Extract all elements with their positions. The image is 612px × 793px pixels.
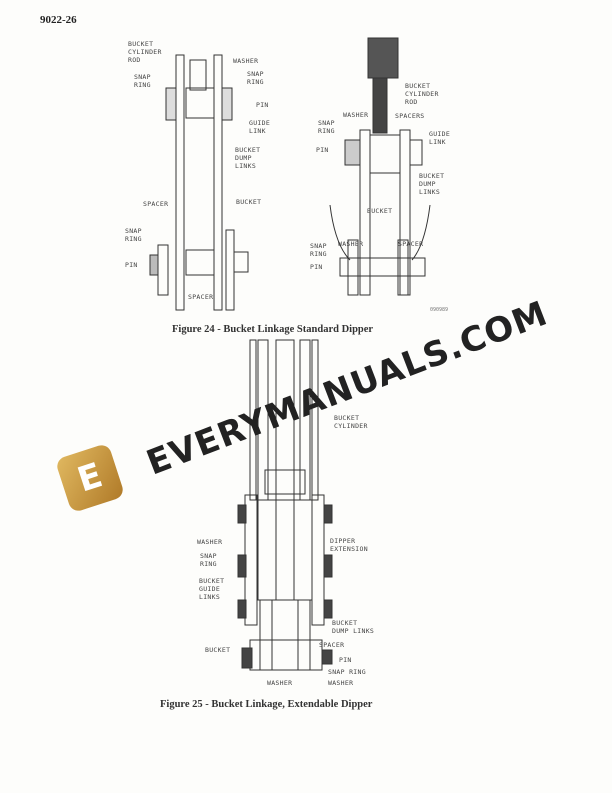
label-washer: WASHER bbox=[233, 57, 259, 65]
label-bucket: BUCKET bbox=[236, 198, 262, 206]
label-bucket-dump-links: BUCKET DUMP LINKS bbox=[332, 619, 375, 635]
label-bucket-dump-links: BUCKET DUMP LINKS bbox=[419, 172, 445, 196]
label-snap-ring: SNAP RING bbox=[310, 242, 327, 258]
label-snap-ring: SNAP RING bbox=[134, 73, 151, 89]
figure-24-right-drawing bbox=[329, 37, 431, 296]
label-snap-ring: SNAP RING bbox=[318, 119, 335, 135]
figure-24-caption: Figure 24 - Bucket Linkage Standard Dipp… bbox=[172, 324, 374, 335]
label-spacer: SPACER bbox=[143, 200, 169, 208]
label-bucket-guide-links: BUCKET GUIDE LINKS bbox=[199, 577, 225, 601]
label-spacer: SPACER bbox=[188, 293, 214, 301]
label-snap-ring: SNAP RING bbox=[125, 227, 142, 243]
label-washer: WASHER bbox=[343, 111, 369, 119]
figure-code: 090989 bbox=[430, 307, 449, 313]
label-snap-ring: SNAP RING bbox=[247, 70, 264, 86]
figure-25-drawing bbox=[237, 339, 333, 671]
label-bucket-cylinder: BUCKET CYLINDER bbox=[334, 414, 368, 430]
label-pin: PIN bbox=[339, 656, 352, 664]
label-bucket: BUCKET bbox=[205, 646, 231, 654]
label-bucket: BUCKET bbox=[367, 207, 393, 215]
label-spacer: SPACER bbox=[398, 240, 424, 248]
label-bucket-cylinder-rod: BUCKET CYLINDER ROD bbox=[405, 82, 439, 106]
label-guide-link: GUIDE LINK bbox=[249, 119, 271, 135]
label-pin: PIN bbox=[256, 101, 269, 109]
label-spacer: SPACER bbox=[319, 641, 345, 649]
label-bucket-dump-links: BUCKET DUMP LINKS bbox=[235, 146, 261, 170]
figure-25-caption: Figure 25 - Bucket Linkage, Extendable D… bbox=[160, 699, 373, 710]
label-washer: WASHER bbox=[267, 679, 293, 687]
label-washer: WASHER bbox=[197, 538, 223, 546]
label-guide-link: GUIDE LINK bbox=[429, 130, 451, 146]
label-pin: PIN bbox=[310, 263, 323, 271]
page-number: 9022-26 bbox=[40, 14, 77, 26]
label-spacers: SPACERS bbox=[395, 112, 425, 120]
label-bucket-cylinder-rod: BUCKET CYLINDER ROD bbox=[128, 40, 162, 64]
label-dipper-extension: DIPPER EXTENSION bbox=[330, 537, 368, 553]
label-pin: PIN bbox=[125, 261, 138, 269]
figure-24-left-drawing bbox=[149, 54, 249, 311]
label-washer: WASHER bbox=[338, 240, 364, 248]
label-pin: PIN bbox=[316, 146, 329, 154]
label-snap-ring: SNAP RING bbox=[328, 668, 366, 676]
label-snap-ring: SNAP RING bbox=[200, 552, 217, 568]
label-washer: WASHER bbox=[328, 679, 354, 687]
